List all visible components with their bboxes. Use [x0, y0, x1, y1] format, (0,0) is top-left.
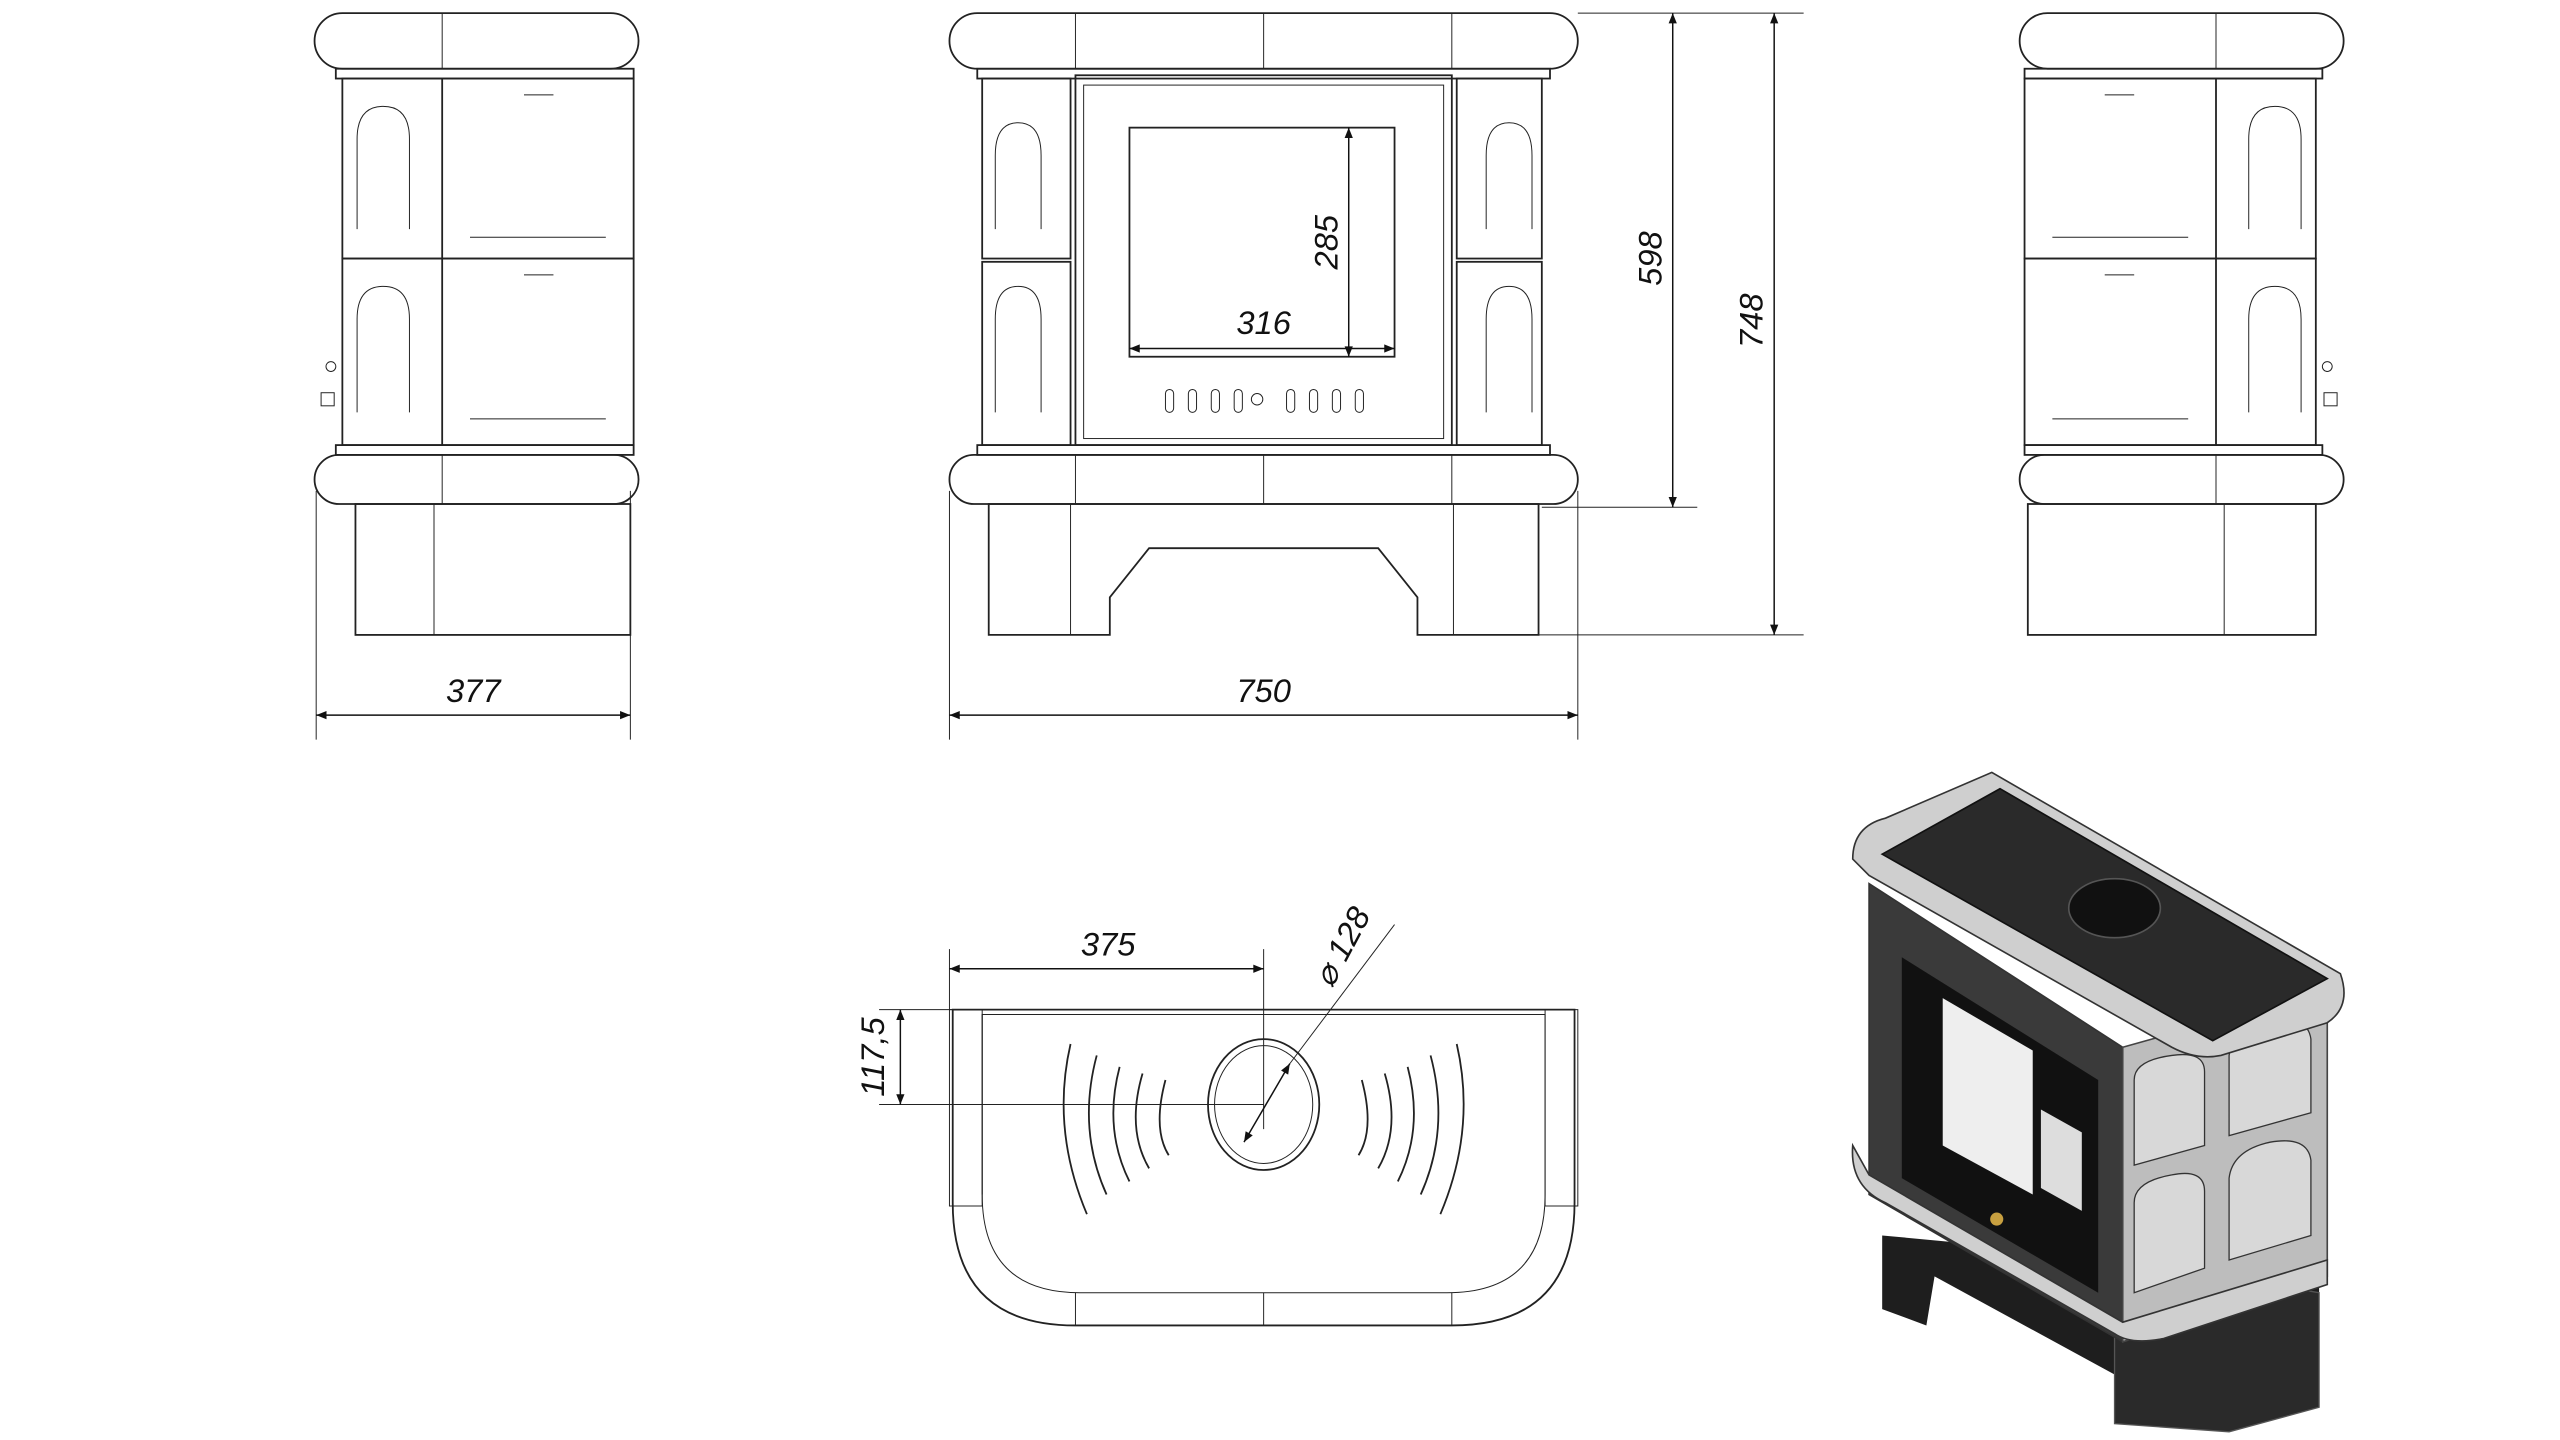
- dimension-285: 285: [1307, 214, 1344, 270]
- side-view-left: 377: [313, 12, 640, 740]
- dimension-598: 598: [1631, 231, 1668, 286]
- vent-slots: [1164, 388, 1364, 413]
- dimension-748: 748: [1733, 293, 1770, 348]
- dimension-117-5: 117,5: [854, 1017, 891, 1097]
- side-view-right: [2018, 12, 2345, 636]
- front-view: 285 316 598 748 750: [948, 12, 1804, 740]
- vent-arcs: [1062, 1043, 1465, 1215]
- dimension-377: 377: [446, 672, 502, 709]
- top-view: 375 117,5 ⌀ 128: [854, 901, 1579, 1327]
- dimension-375: 375: [1081, 926, 1136, 963]
- dimension-750: 750: [1236, 672, 1291, 709]
- stove-3d-render: [1851, 771, 2345, 1433]
- dimension-128: 128: [1319, 901, 1377, 967]
- dimension-316: 316: [1236, 304, 1291, 341]
